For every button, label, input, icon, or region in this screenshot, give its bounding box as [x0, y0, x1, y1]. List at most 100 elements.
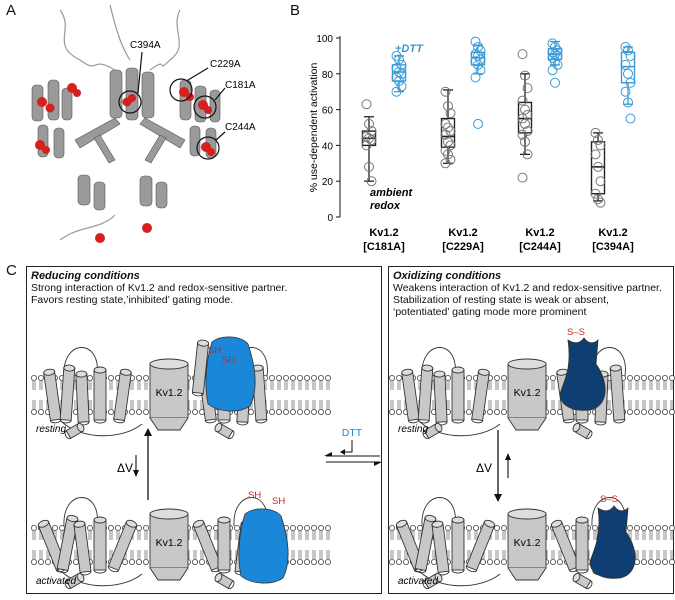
data-point: [366, 135, 377, 146]
helix-top: [66, 514, 79, 523]
helix-bottom: [562, 418, 575, 424]
data-point: [396, 68, 407, 79]
linker: [419, 571, 501, 587]
helix-bottom: [64, 430, 71, 440]
linker: [61, 421, 143, 437]
helix-top: [119, 368, 132, 376]
data-point: [440, 145, 451, 156]
lipid-head: [500, 408, 507, 415]
linker: [61, 571, 143, 587]
helix: [93, 366, 107, 424]
helix-body: [217, 519, 231, 571]
linker: [419, 421, 501, 437]
lipid-head: [247, 408, 254, 415]
data-point: [550, 41, 560, 52]
lipid-head: [128, 559, 135, 566]
pore-bottom: [149, 417, 189, 431]
data-point: [623, 68, 633, 79]
data-point: [595, 176, 606, 187]
helix-stub: [214, 422, 235, 440]
lipid-head: [268, 374, 275, 381]
dtt-hook: [342, 440, 353, 453]
data-point: [364, 133, 374, 144]
reduced-partner: [205, 336, 256, 412]
helix-body: [575, 519, 589, 571]
data-point: [445, 126, 456, 137]
helix-top: [73, 520, 86, 528]
lipid-head: [289, 559, 296, 566]
label-c244a: C244A: [225, 122, 256, 133]
helix: [471, 368, 490, 424]
lipid-head: [500, 525, 507, 532]
helix-bottom: [586, 580, 593, 590]
lipid-head: [641, 559, 648, 566]
helix-bottom: [465, 566, 478, 573]
lipid-head: [324, 525, 331, 532]
label-c229a: C229A: [210, 59, 241, 70]
lipid-head: [108, 408, 115, 415]
data-point: [517, 172, 528, 183]
helix-top: [434, 422, 443, 433]
lipid-head: [557, 559, 564, 566]
reducing-line-2: Favors resting state,’inhibited’ gating …: [31, 294, 234, 306]
arrow-head: [374, 462, 382, 466]
lipid-head: [303, 374, 310, 381]
helix: [433, 370, 448, 426]
helix-bottom: [93, 569, 107, 574]
data-point: [552, 59, 563, 70]
helix-top: [431, 520, 444, 528]
panel-a-label: A: [6, 2, 17, 19]
helix-top: [477, 368, 490, 376]
data-point: [517, 129, 528, 140]
state-resting: resting: [36, 424, 66, 435]
lipid-head: [296, 525, 303, 532]
helix: [401, 368, 420, 424]
helix-stub: [422, 572, 443, 590]
helix-top: [214, 422, 223, 433]
pore-bottom: [149, 567, 189, 581]
lipid-head: [73, 559, 80, 566]
lipid-head: [388, 408, 395, 415]
lipid-head: [486, 559, 493, 566]
lipid-head: [198, 559, 205, 566]
helix-body: [451, 369, 465, 421]
helix-top: [451, 516, 465, 524]
ss-label: S–S: [600, 494, 618, 505]
data-point: [620, 41, 631, 52]
data-point: [361, 99, 372, 110]
helix: [75, 370, 90, 426]
pore-top: [507, 508, 547, 520]
ss-label: S–S: [567, 327, 585, 338]
data-point: [475, 65, 486, 76]
lipid-head: [128, 408, 135, 415]
loop: [421, 497, 456, 527]
helix-bottom: [575, 569, 589, 574]
loop: [63, 497, 98, 527]
lipid-head: [648, 374, 655, 381]
data-point: [361, 140, 372, 151]
data-point: [547, 52, 558, 63]
helix-body: [93, 369, 107, 421]
ambient-redox-label: ambient: [370, 187, 414, 199]
data-point: [391, 86, 402, 97]
lipid-head: [233, 525, 240, 532]
dtt-label: +DTT: [395, 43, 424, 55]
category-label: Kv1.2: [448, 227, 477, 239]
lipid-head: [669, 559, 675, 565]
data-point: [623, 45, 633, 56]
lipid-head: [662, 374, 669, 381]
helix-bottom: [422, 580, 429, 590]
data-point: [443, 136, 453, 147]
data-point: [470, 56, 481, 67]
category-label: [C394A]: [592, 241, 634, 253]
lipid-head: [493, 525, 500, 532]
data-point: [440, 86, 451, 97]
category-label: [C244A]: [519, 241, 561, 253]
y-tick-label: 0: [327, 213, 333, 224]
lipid-head: [303, 408, 310, 415]
dtt-label: DTT: [342, 427, 363, 439]
category-label: [C229A]: [442, 241, 484, 253]
lipid-head: [142, 408, 149, 415]
helix-top: [421, 364, 434, 372]
lipid-head: [289, 408, 296, 415]
